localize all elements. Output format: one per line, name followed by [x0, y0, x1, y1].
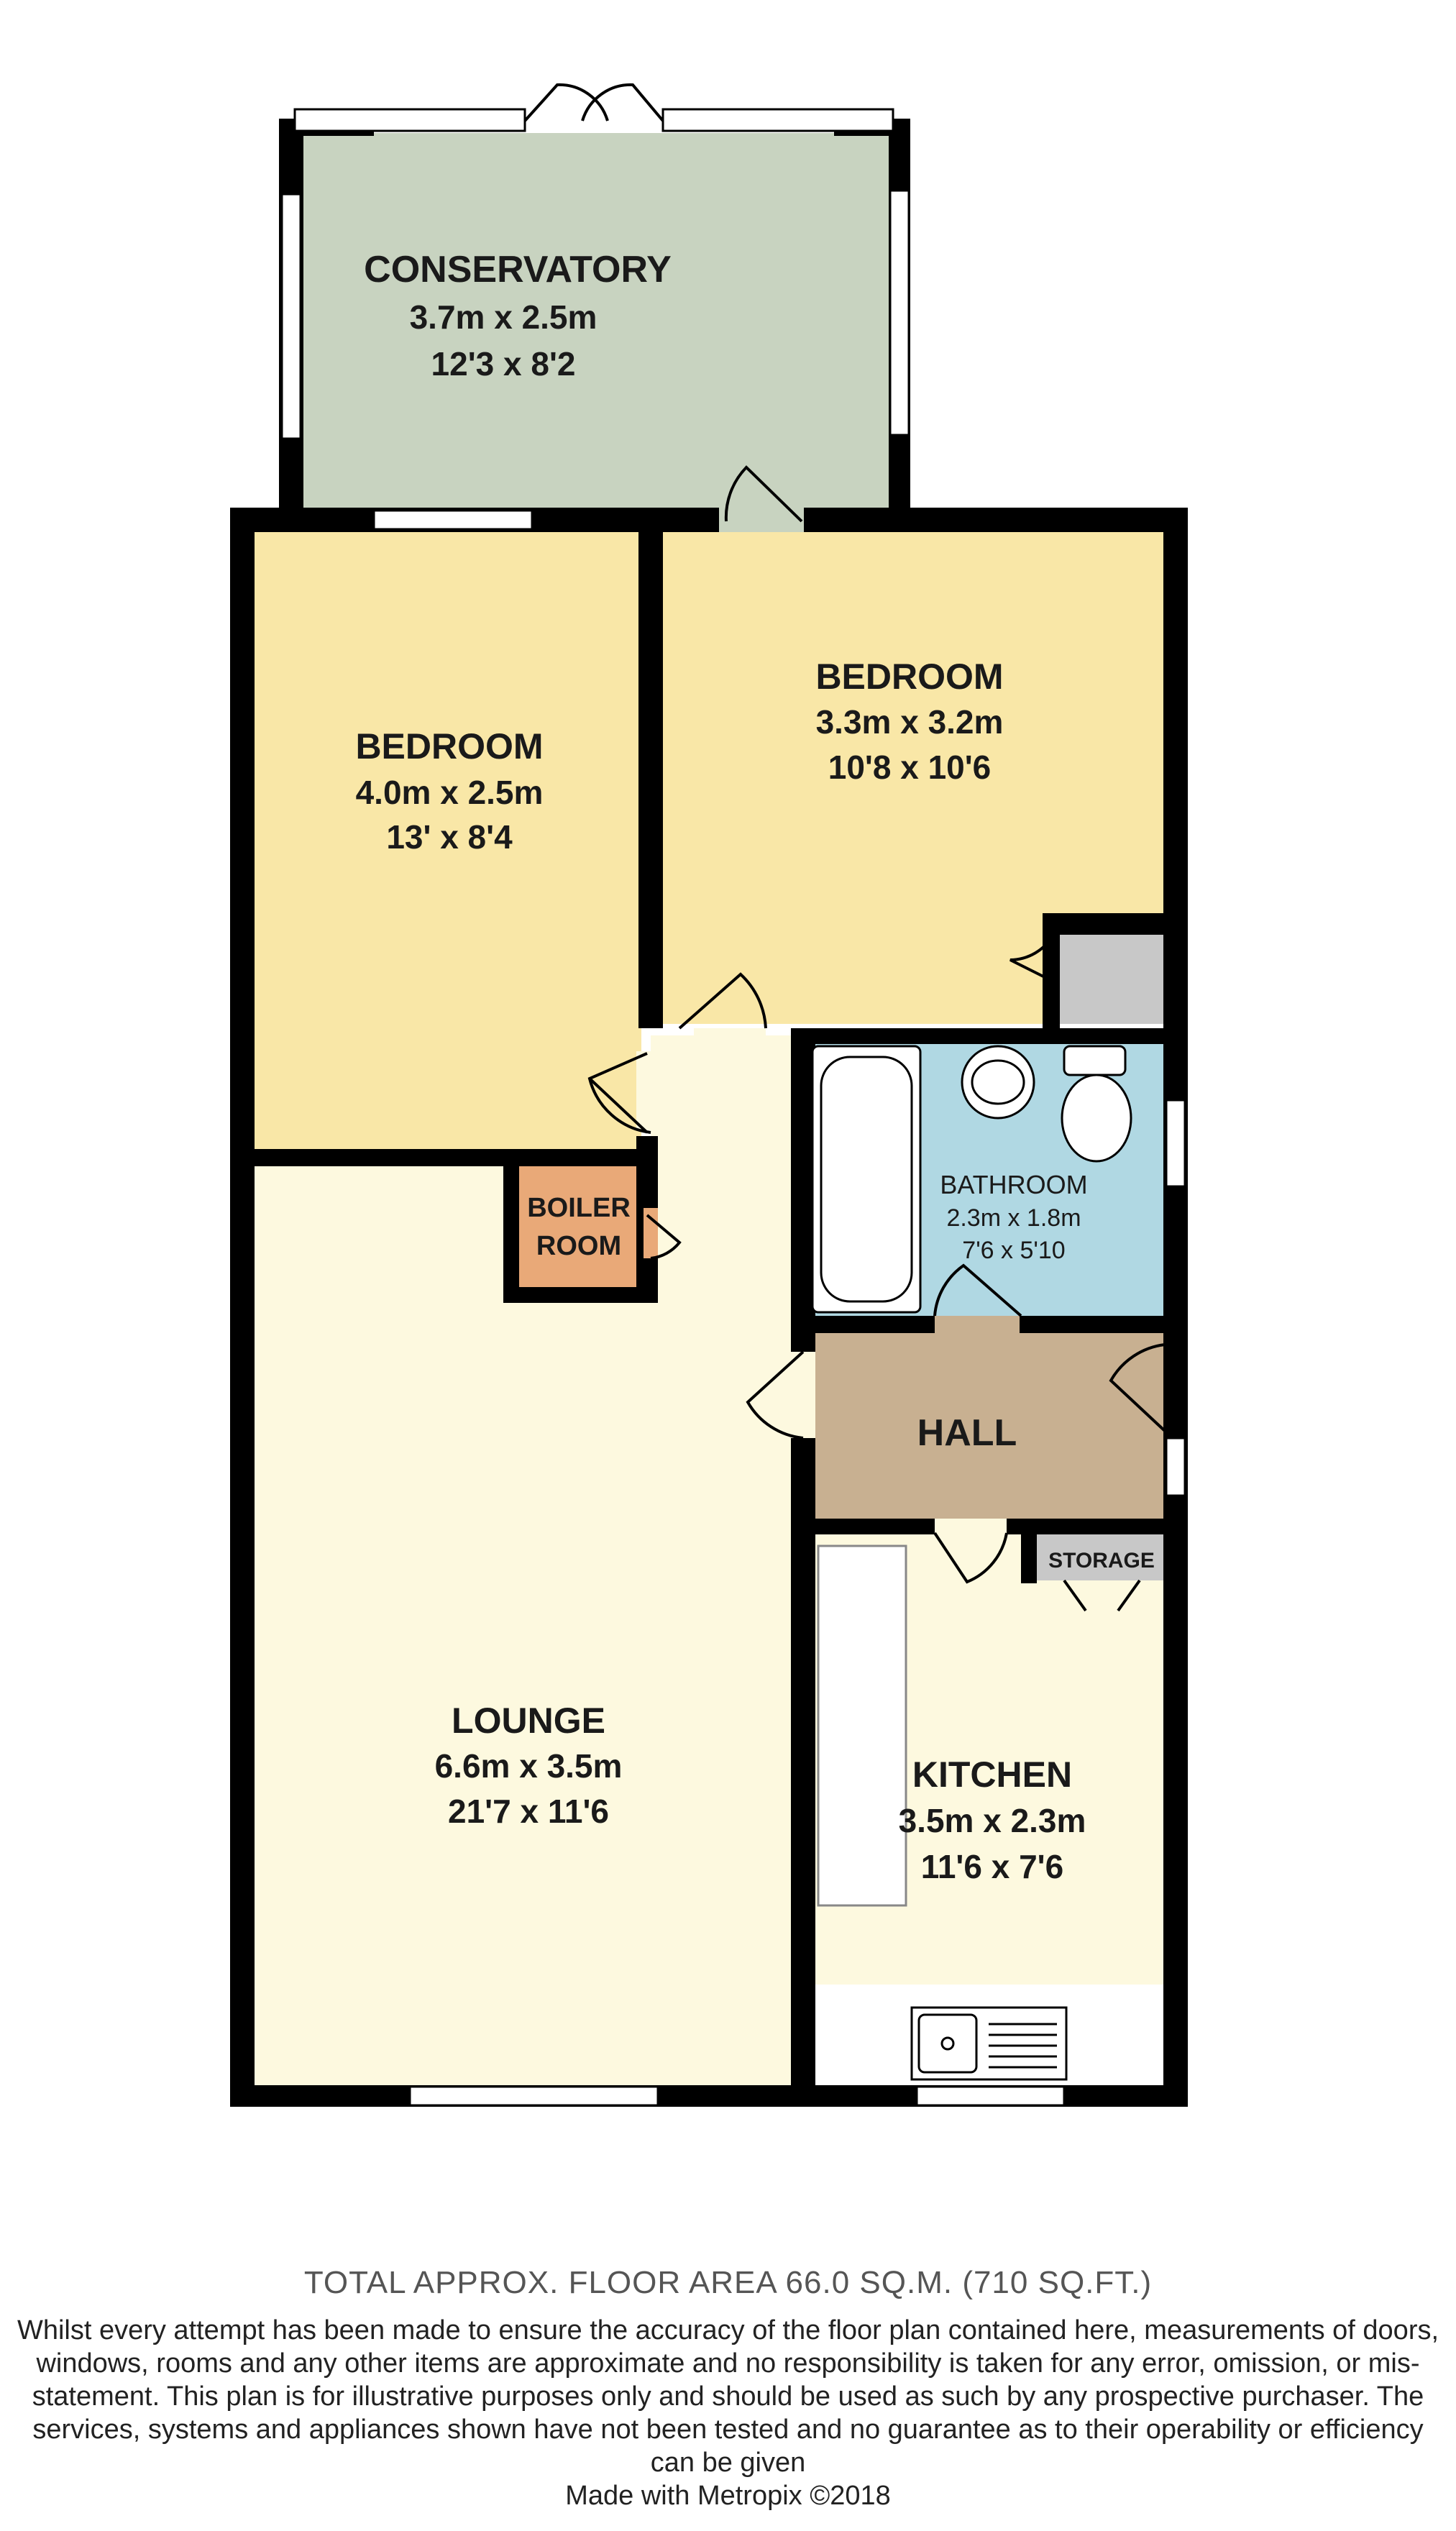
window-lounge: [408, 2085, 659, 2107]
bedroom-right-imperial: 10'8 x 10'6: [828, 749, 992, 786]
window-bedroom-left: [372, 509, 534, 531]
door-boiler: [646, 1214, 682, 1260]
metropix-credit: Made with Metropix ©2018: [565, 2481, 891, 2511]
bathroom-metric: 2.3m x 1.8m: [946, 1204, 1081, 1232]
window-conservatory-top-left: [293, 108, 526, 132]
lounge-room[interactable]: [253, 1165, 803, 2092]
hall-name: HALL: [917, 1412, 1017, 1454]
kitchen-imperial: 11'6 x 7'6: [921, 1848, 1063, 1885]
bathroom-name: BATHROOM: [940, 1170, 1087, 1199]
kitchen-name: KITCHEN: [912, 1754, 1072, 1795]
door-wardrobe: [1009, 933, 1055, 983]
passage-area: [651, 1035, 803, 1179]
hall-room[interactable]: [814, 1332, 1168, 1522]
boiler-room[interactable]: [516, 1165, 642, 1294]
kitchen-metric: 3.5m x 2.3m: [899, 1802, 1086, 1839]
bathroom-fixtures: [811, 1045, 1132, 1314]
boiler-room-name-line2: ROOM: [536, 1231, 621, 1261]
bedroom-left-imperial: 13' x 8'4: [386, 818, 513, 856]
bathroom-imperial: 7'6 x 5'10: [962, 1237, 1065, 1264]
bedroom-left-name: BEDROOM: [355, 726, 543, 766]
door-storage: [1063, 1579, 1141, 1612]
door-bedroom-right-hall: [678, 972, 767, 1030]
conservatory-metric: 3.7m x 2.5m: [410, 298, 597, 336]
lounge-metric: 6.6m x 3.5m: [435, 1747, 623, 1785]
lounge-name: LOUNGE: [452, 1701, 605, 1741]
disclaimer-text: Whilst every attempt has been made to en…: [17, 2315, 1439, 2478]
conservatory-name: CONSERVATORY: [364, 249, 672, 290]
toilet-icon: [1063, 1045, 1127, 1076]
wardrobe-cupboard: [1057, 933, 1168, 1024]
conservatory-room[interactable]: [302, 133, 890, 521]
bedroom-right-metric: 3.3m x 3.2m: [816, 703, 1004, 741]
window-conservatory-top-right: [661, 108, 894, 132]
door-kitchen: [933, 1532, 1008, 1584]
storage-cupboard[interactable]: [1035, 1533, 1168, 1580]
door-conservatory-bedroom: [724, 465, 803, 523]
window-conservatory-left: [280, 193, 302, 440]
door-front: [1109, 1343, 1166, 1432]
window-bathroom: [1165, 1099, 1186, 1188]
bedroom-left-room[interactable]: [253, 531, 641, 1150]
bedroom-right-name: BEDROOM: [815, 656, 1003, 697]
window-hall: [1165, 1437, 1186, 1497]
lounge-imperial: 21'7 x 11'6: [448, 1793, 609, 1830]
conservatory-imperial: 12'3 x 8'2: [431, 345, 576, 383]
door-bathroom: [933, 1263, 1022, 1317]
door-bedroom-left: [587, 1052, 651, 1134]
kitchen-cabinet: [817, 1544, 907, 1907]
window-kitchen: [915, 2085, 1066, 2107]
boiler-room-name-line1: BOILER: [527, 1193, 631, 1223]
door-conservatory-french: [523, 83, 664, 122]
storage-name: STORAGE: [1048, 1549, 1155, 1573]
window-conservatory-right: [889, 189, 910, 436]
door-lounge-hall: [746, 1350, 805, 1440]
doors: [523, 83, 1166, 1612]
kitchen-sink-icon: [910, 2006, 1068, 2081]
floor-plan: CONSERVATORY 3.7m x 2.5m 12'3 x 8'2 BEDR…: [230, 83, 1188, 2107]
total-floor-area: TOTAL APPROX. FLOOR AREA 66.0 SQ.M. (710…: [303, 2265, 1153, 2300]
bedroom-left-metric: 4.0m x 2.5m: [356, 774, 544, 811]
